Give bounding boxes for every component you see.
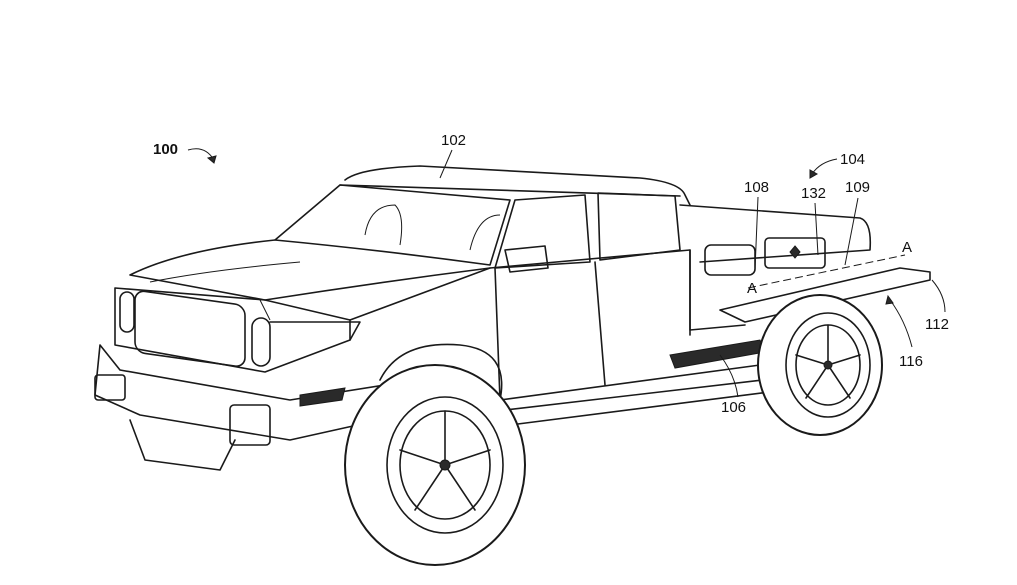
front-window <box>494 194 591 269</box>
hood-line <box>149 261 301 321</box>
bed-rail <box>679 204 872 263</box>
leader-102 <box>439 149 453 179</box>
label-section-a-left: A <box>747 280 758 297</box>
vent <box>299 387 346 407</box>
label-cab: 102 <box>441 132 467 149</box>
headlight-left <box>119 291 135 333</box>
windshield <box>274 184 511 266</box>
label-tray: 112 <box>925 316 949 333</box>
section-line <box>747 254 906 289</box>
label-latch: 132 <box>801 185 827 202</box>
arrow-116 <box>885 294 894 305</box>
tow-hook-left <box>94 374 126 401</box>
door-front <box>494 249 691 401</box>
label-storage: 109 <box>845 179 871 196</box>
label-bed-opening: 108 <box>744 179 770 196</box>
latch-marker <box>789 245 801 259</box>
hood <box>129 239 491 301</box>
arrow-104 <box>809 169 819 179</box>
side-step <box>669 339 766 369</box>
rear-wheel <box>757 294 883 436</box>
skid-plate <box>129 419 236 471</box>
tow-hook-right <box>229 404 271 446</box>
label-section-a-right: A <box>902 239 913 256</box>
front-fascia <box>114 287 351 373</box>
seat-left <box>364 204 403 246</box>
front-wheel <box>344 364 526 566</box>
headlight-right <box>251 317 271 367</box>
rear-window <box>597 192 681 261</box>
leader-106 <box>719 354 739 398</box>
seat-right <box>469 214 501 251</box>
bed-panel <box>764 237 826 269</box>
label-support: 116 <box>899 353 923 370</box>
leader-109 <box>844 197 859 266</box>
cab-roof <box>344 165 691 206</box>
grille <box>134 290 246 367</box>
label-side-step: 106 <box>721 399 747 416</box>
leader-132 <box>814 202 819 256</box>
leader-116 <box>889 299 913 348</box>
leader-104 <box>811 158 838 175</box>
label-bed-assembly: 104 <box>840 151 866 168</box>
leader-112 <box>931 279 946 313</box>
side-mirror <box>504 245 549 273</box>
leader-108 <box>754 196 759 271</box>
tray <box>719 267 931 323</box>
light-bar <box>269 321 361 341</box>
arrow-100 <box>206 155 217 164</box>
label-vehicle: 100 <box>153 141 179 158</box>
